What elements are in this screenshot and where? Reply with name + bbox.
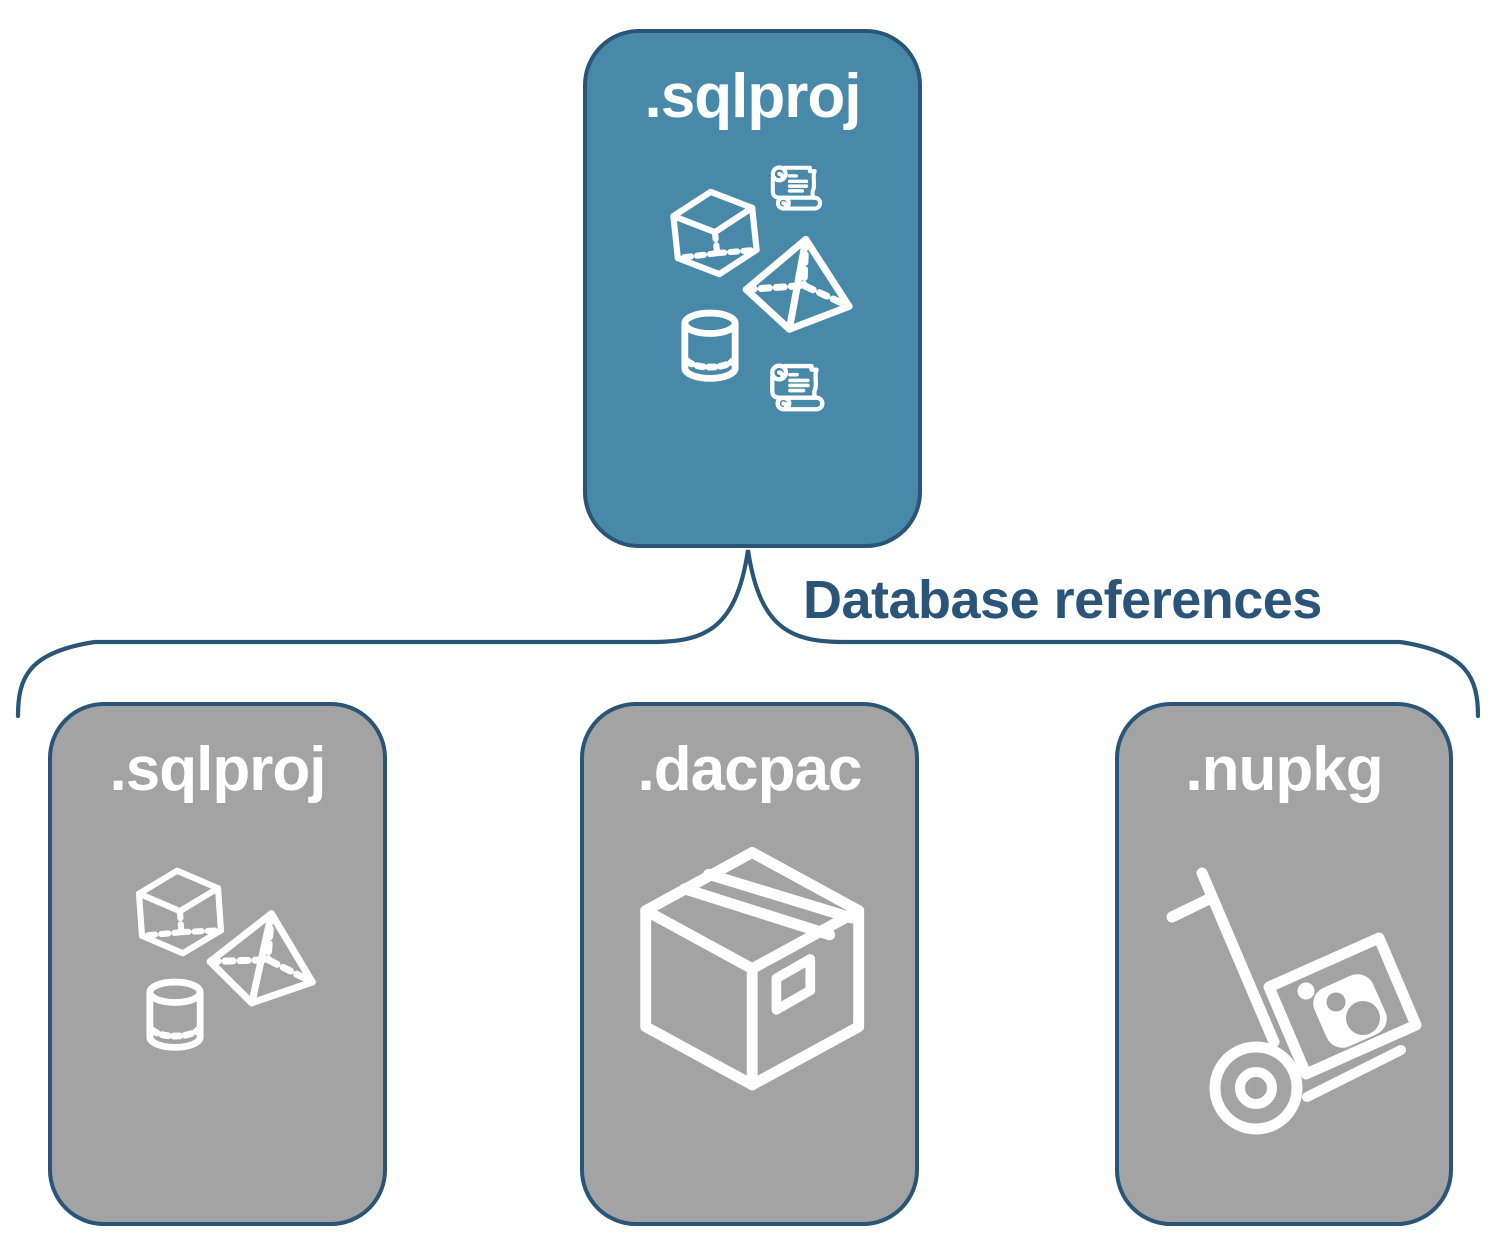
package-box-icon [584, 706, 915, 1222]
node-sqlproj-child: .sqlproj [48, 702, 387, 1226]
database-cylinder-icon [150, 982, 200, 1047]
node-sqlproj-root: .sqlproj [583, 29, 922, 548]
node-title: .nupkg [1185, 735, 1383, 804]
node-nupkg: .nupkg [1115, 702, 1453, 1226]
script-scroll-icon [772, 366, 822, 410]
brace-connector [15, 549, 1481, 719]
cube-icon [138, 868, 223, 956]
package-box-icon [646, 853, 859, 1085]
sql-objects-icon-cluster [52, 852, 383, 1222]
sql-objects-icon-cluster [587, 159, 918, 544]
cube-icon [671, 188, 758, 279]
node-title: .sqlproj [644, 62, 862, 131]
node-title: .sqlproj [109, 735, 327, 804]
node-title: .dacpac [637, 735, 863, 804]
script-scroll-icon [773, 167, 820, 208]
database-cylinder-icon [685, 313, 735, 378]
hand-truck-nuget-icon [1119, 706, 1449, 1222]
node-dacpac: .dacpac [580, 702, 919, 1226]
edge-label-database-references: Database references [803, 570, 1322, 630]
hand-truck-icon [1172, 873, 1416, 1129]
